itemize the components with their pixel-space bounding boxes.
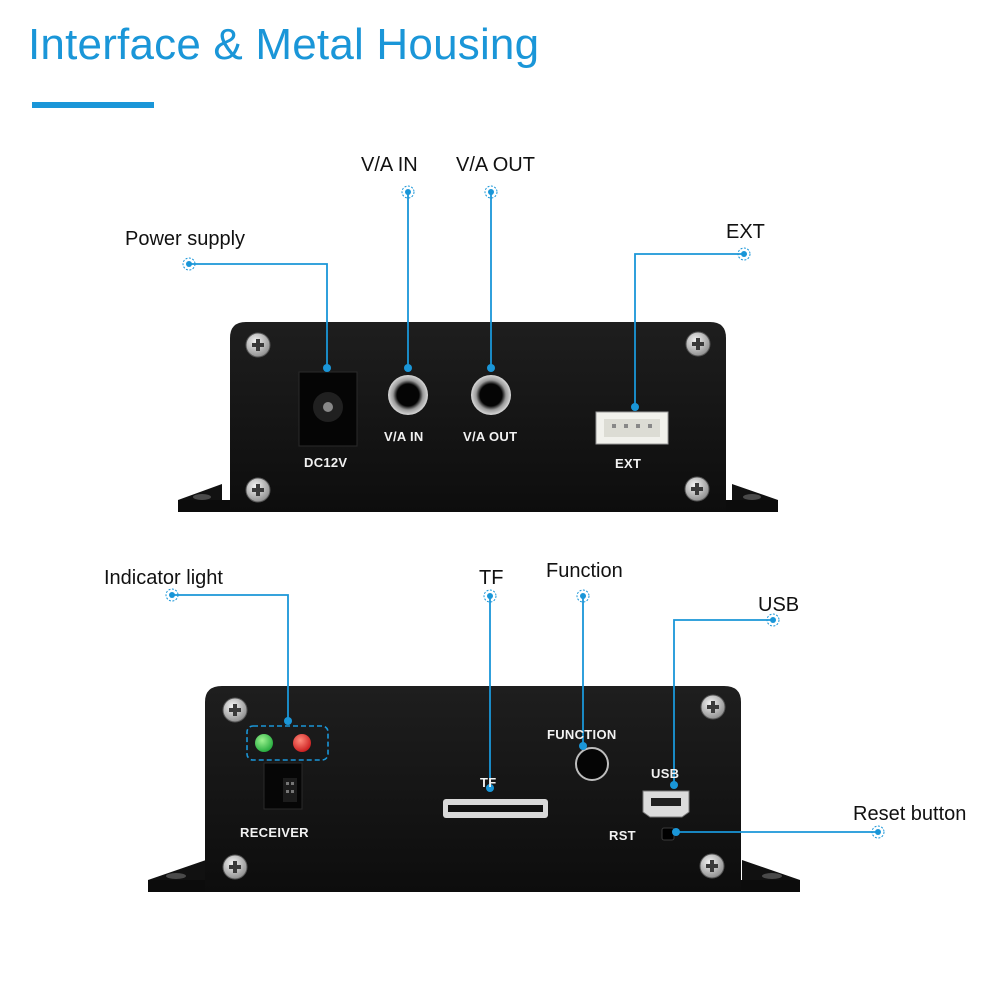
receiver-label: RECEIVER xyxy=(240,825,309,840)
callout-indicator-light: Indicator light xyxy=(104,567,223,589)
callout-dots xyxy=(165,185,885,839)
tf-label: TF xyxy=(480,775,497,790)
function-button[interactable] xyxy=(575,747,609,781)
callout-usb: USB xyxy=(758,594,800,616)
ext-label: EXT xyxy=(615,456,642,471)
va-in-jack[interactable] xyxy=(388,375,428,415)
va-out-label: V/A OUT xyxy=(463,429,518,444)
screw-icon xyxy=(700,694,726,720)
callout-function: Function xyxy=(546,560,623,582)
usb-label: USB xyxy=(651,766,680,781)
device-bottom xyxy=(148,686,800,892)
va-out-jack[interactable] xyxy=(471,375,511,415)
screw-icon xyxy=(685,331,711,357)
screw-icon xyxy=(222,854,248,880)
title-underline xyxy=(32,102,154,108)
screw-icon xyxy=(699,853,725,879)
reset-pinhole[interactable] xyxy=(661,827,675,841)
rst-label: RST xyxy=(609,828,636,843)
callout-va-out: V/A OUT xyxy=(456,154,535,176)
device-top xyxy=(178,322,778,512)
screw-icon xyxy=(222,697,248,723)
callout-tf: TF xyxy=(479,567,504,589)
va-in-label: V/A IN xyxy=(384,429,424,444)
callout-va-in: V/A IN xyxy=(361,154,418,176)
dc12v-label: DC12V xyxy=(304,455,348,470)
led-red xyxy=(293,734,311,752)
function-label: FUNCTION xyxy=(547,727,617,742)
callout-ext: EXT xyxy=(726,221,765,243)
screw-icon xyxy=(245,332,271,358)
screw-icon xyxy=(684,476,710,502)
callout-power-supply: Power supply xyxy=(125,228,246,250)
callout-reset-button: Reset button xyxy=(853,803,967,825)
screw-icon xyxy=(245,477,271,503)
page-title: Interface & Metal Housing xyxy=(28,20,540,69)
callout-lines xyxy=(172,193,878,833)
led-green xyxy=(255,734,273,752)
